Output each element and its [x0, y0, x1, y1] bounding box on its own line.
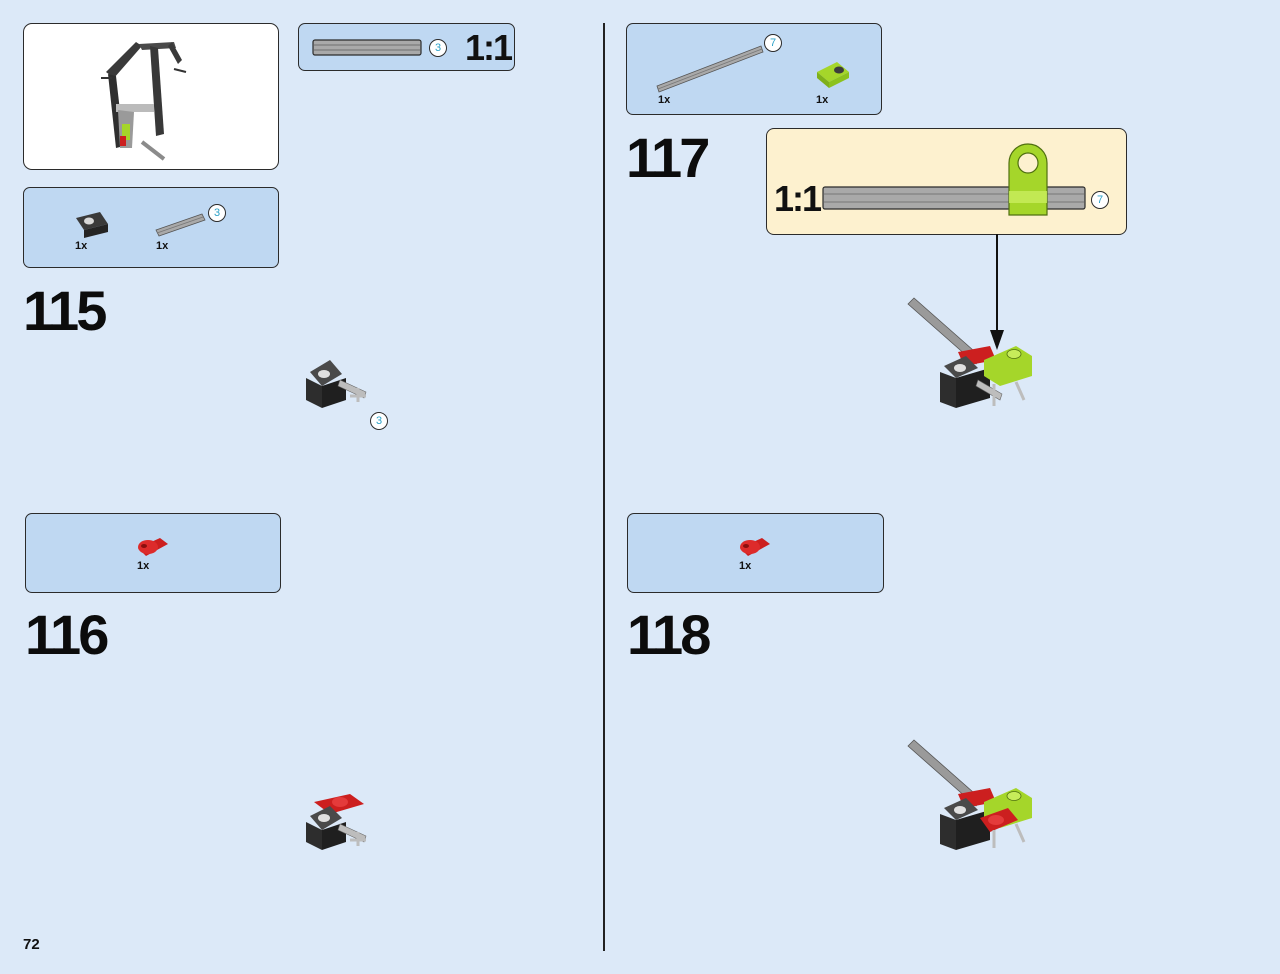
part-qty: 1x: [156, 240, 169, 252]
step-number: 118: [627, 603, 711, 666]
axle-icon: [312, 39, 422, 56]
gray-connector-icon: [76, 212, 108, 238]
step-117-parts-panel: 7 1x 1x: [626, 23, 882, 115]
scale-label: 1:1: [774, 178, 822, 219]
axle-length-callout: 7: [764, 34, 782, 52]
axle-scale-panel: 3 1:1: [298, 23, 515, 71]
axle-length-callout: 3: [429, 39, 447, 57]
step-116-parts-panel: 1x: [25, 513, 281, 593]
axle-icon: [155, 213, 206, 237]
axle-length-callout: 3: [370, 412, 388, 430]
step-118-assembly-illustration: [907, 739, 1032, 850]
lime-connector-icon: [817, 62, 849, 88]
arrow-down-icon: [990, 234, 1004, 350]
step-115-assembly-illustration: [306, 360, 367, 408]
axle-length-callout: 7: [1091, 191, 1109, 209]
step-number: 117: [626, 126, 710, 189]
axle-icon: [656, 45, 764, 93]
step-number: 116: [25, 603, 109, 666]
part-qty: 1x: [658, 94, 671, 106]
step-117-assembly-illustration: [907, 297, 1032, 408]
step-115-parts-panel: 1x 3 1x: [23, 187, 279, 268]
part-qty: 1x: [739, 560, 752, 572]
part-qty: 1x: [137, 560, 150, 572]
axle-with-connector-icon: [822, 143, 1086, 216]
frame-assembly-illustration: [101, 42, 187, 161]
step-116-assembly-illustration: [306, 794, 367, 850]
red-pin-icon: [740, 538, 770, 556]
step-117-scale-panel: 1:1 7: [766, 128, 1127, 235]
step-118-parts-panel: 1x: [627, 513, 884, 593]
red-pin-icon: [138, 538, 168, 556]
part-qty: 1x: [75, 240, 88, 252]
axle-length-callout: 3: [208, 204, 226, 222]
page-divider: [603, 23, 605, 951]
subassembly-preview-panel: [23, 23, 279, 170]
scale-label: 1:1: [465, 27, 513, 68]
page-number: 72: [23, 936, 40, 953]
step-number: 115: [23, 279, 107, 342]
part-qty: 1x: [816, 94, 829, 106]
